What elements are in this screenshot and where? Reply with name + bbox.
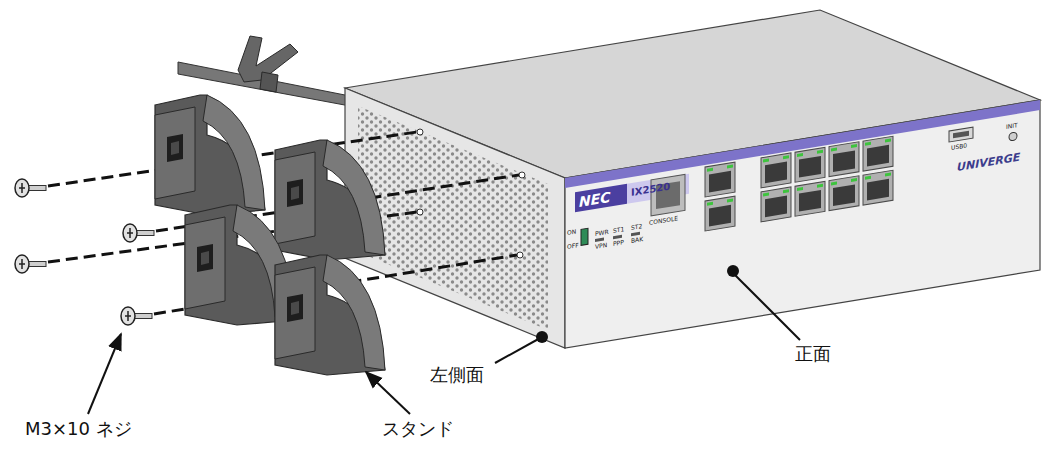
screw-symbol	[15, 179, 46, 197]
lan-ports	[727, 198, 733, 202]
lan-ports	[727, 164, 733, 168]
face-label: 左側面	[430, 366, 484, 384]
lan-ports	[797, 153, 803, 157]
lan-ports	[705, 196, 735, 231]
lan-ports	[707, 202, 713, 206]
stand-part	[275, 140, 385, 260]
lan-ports	[705, 162, 735, 197]
router-body	[345, 10, 1040, 348]
lan-ports	[795, 181, 825, 216]
router-body	[519, 172, 525, 178]
lan-ports	[783, 155, 789, 159]
lan-ports	[833, 150, 855, 172]
front-panel	[575, 184, 627, 213]
lan-ports	[831, 181, 837, 185]
leader-line	[495, 337, 542, 363]
switch-marking: ON	[567, 228, 576, 236]
lan-ports	[865, 142, 871, 146]
screw-symbol	[121, 307, 152, 325]
lan-ports	[761, 187, 791, 222]
lan-ports	[761, 153, 791, 188]
lan-ports	[863, 136, 893, 171]
lan-ports	[817, 184, 823, 188]
leader-dot	[536, 331, 548, 343]
part-label: M3×10 ネジ	[25, 420, 132, 438]
front-panel	[595, 238, 604, 242]
front-panel	[581, 228, 588, 245]
lan-ports	[761, 187, 791, 222]
lan-ports	[851, 178, 857, 182]
lan-ports	[799, 190, 821, 212]
leader-line	[88, 273, 800, 414]
lan-ports	[797, 187, 803, 191]
face-label: 正面	[795, 345, 831, 363]
front-panel	[651, 174, 685, 216]
lan-ports	[829, 176, 859, 211]
lan-ports	[829, 142, 859, 177]
leader-line	[88, 334, 121, 414]
stand-part	[275, 255, 385, 375]
leader-line	[733, 273, 800, 340]
front-panel	[565, 100, 1040, 254]
router-body	[565, 100, 1040, 348]
lan-ports	[763, 193, 769, 197]
router-body	[358, 106, 548, 330]
lan-ports	[829, 142, 859, 177]
screw-symbol	[123, 224, 154, 242]
lan-ports	[799, 156, 821, 178]
lan-ports	[765, 162, 787, 184]
lan-ports	[707, 168, 713, 172]
lan-ports	[885, 173, 891, 177]
lan-ports	[783, 189, 789, 193]
lan-ports	[709, 205, 731, 227]
cable-clamp	[260, 72, 278, 92]
screw-symbol	[15, 255, 46, 273]
lan-ports	[867, 179, 889, 201]
lan-ports	[705, 136, 893, 231]
router-body	[417, 129, 423, 135]
router-body	[417, 209, 423, 215]
lan-ports	[817, 150, 823, 154]
lan-ports	[761, 153, 791, 188]
lan-ports	[765, 196, 787, 218]
lan-ports	[709, 171, 731, 193]
router-body	[517, 252, 523, 258]
lan-ports	[867, 145, 889, 167]
lan-ports	[863, 170, 893, 205]
lan-ports	[795, 147, 825, 182]
front-panel	[565, 100, 1040, 188]
front-panel	[949, 127, 973, 142]
lan-ports	[705, 162, 735, 197]
leader-dot	[727, 265, 739, 277]
front-panel	[613, 235, 622, 239]
leader-line	[366, 372, 410, 414]
lan-ports	[865, 176, 871, 180]
front-panel	[1009, 132, 1017, 141]
lan-ports	[795, 181, 825, 216]
lan-ports	[833, 184, 855, 206]
part-label: スタンド	[382, 420, 454, 438]
lan-ports	[829, 176, 859, 211]
front-panel	[631, 232, 640, 236]
lan-ports	[863, 136, 893, 171]
lan-ports	[885, 139, 891, 143]
lan-ports	[795, 147, 825, 182]
lan-ports	[763, 159, 769, 163]
lan-ports	[831, 147, 837, 151]
lan-ports	[705, 196, 735, 231]
stand-part	[155, 95, 265, 215]
lan-ports	[863, 170, 893, 205]
lan-ports	[851, 144, 857, 148]
front-panel	[953, 131, 969, 139]
